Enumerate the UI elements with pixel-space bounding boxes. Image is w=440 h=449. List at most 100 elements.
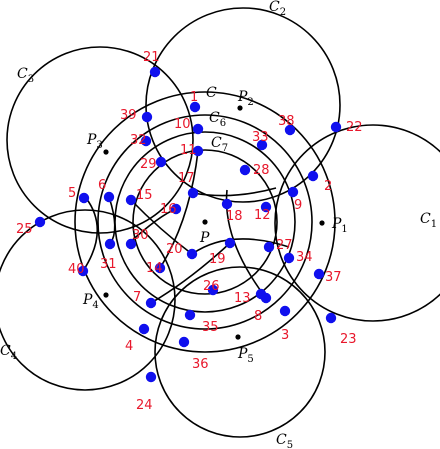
point-p4	[103, 292, 109, 298]
inner-ring	[132, 149, 278, 295]
vertex-34	[283, 252, 295, 264]
vertex-23	[325, 312, 337, 324]
vertex-20	[186, 248, 198, 260]
vertex-31	[104, 238, 116, 250]
vertex-label-9: 9	[294, 198, 302, 213]
vertex-label-28: 28	[253, 163, 270, 178]
vertex-label-24: 24	[136, 398, 153, 413]
vertex-12	[260, 201, 272, 213]
inner-arc-h	[82, 197, 99, 272]
vertex-38	[284, 124, 296, 136]
vertex-label-27: 27	[276, 238, 293, 253]
vertex-label-23: 23	[340, 332, 357, 347]
vertex-label-25: 25	[16, 222, 33, 237]
point-label-p2: P2	[237, 89, 254, 108]
vertex-label-19: 19	[209, 252, 226, 267]
vertex-label-32: 32	[130, 133, 147, 148]
vertex-label-6: 6	[98, 178, 106, 193]
curve-label-c1: C1	[420, 211, 437, 230]
vertex-39	[141, 111, 153, 123]
circle-c1	[274, 124, 440, 322]
point-p2	[237, 105, 243, 111]
circle-c5	[154, 266, 326, 438]
vertex-label-26: 26	[203, 279, 220, 294]
vertex-label-7: 7	[133, 290, 141, 305]
circle-c4	[0, 209, 176, 391]
vertex-5	[78, 192, 90, 204]
vertex-30	[125, 238, 137, 250]
vertex-17	[187, 187, 199, 199]
inner-arc-f	[159, 150, 199, 269]
vertex-11	[192, 145, 204, 157]
point-label-p3: P3	[86, 132, 103, 151]
circle-c6	[97, 114, 313, 330]
vertex-label-33: 33	[252, 130, 269, 145]
vertex-33	[256, 139, 268, 151]
vertex-9	[287, 186, 299, 198]
vertex-label-1: 1	[190, 90, 198, 105]
vertex-29	[155, 156, 167, 168]
inner-arc-d	[150, 242, 231, 304]
vertex-label-8: 8	[254, 309, 262, 324]
vertex-35	[184, 309, 196, 321]
point-label-p: P	[199, 230, 210, 246]
vertex-3	[279, 305, 291, 317]
vertex-16	[170, 203, 182, 215]
vertex-4	[138, 323, 150, 335]
circle-c	[74, 91, 336, 353]
vertex-label-30: 30	[132, 228, 149, 243]
vertex-label-22: 22	[346, 120, 363, 135]
point-p	[202, 219, 208, 225]
circle-c3	[6, 46, 194, 234]
point-p5	[235, 334, 241, 340]
vertex-label-13: 13	[234, 291, 251, 306]
inner-arc-c	[191, 238, 290, 255]
vertex-label-17: 17	[178, 171, 195, 186]
vertex-28	[239, 164, 251, 176]
vertex-6	[103, 191, 115, 203]
vertex-7	[145, 297, 157, 309]
vertex-18	[221, 198, 233, 210]
points-layer	[103, 105, 325, 340]
curve-label-c: C	[206, 85, 217, 101]
curve-label-c6: C6	[209, 110, 226, 129]
curve-label-c3: C3	[17, 66, 34, 85]
vertex-label-2: 2	[324, 179, 332, 194]
vertex-label-39: 39	[120, 108, 137, 123]
vertex-10	[192, 123, 204, 135]
vertex-25	[34, 216, 46, 228]
vertex-37	[313, 268, 325, 280]
curve-label-c2: C2	[269, 0, 286, 18]
curve-label-c4: C4	[0, 343, 17, 362]
vertex-label-4: 4	[125, 339, 133, 354]
point-p3	[103, 149, 109, 155]
vertex-21	[149, 66, 161, 78]
vertex-label-3: 3	[281, 328, 289, 343]
vertex-26	[207, 284, 219, 296]
vertex-label-38: 38	[278, 114, 295, 129]
vertex-label-16: 16	[160, 202, 177, 217]
vertex-label-5: 5	[68, 186, 76, 201]
circle-c2	[145, 7, 341, 203]
vertex-14	[154, 262, 166, 274]
curve-label-c5: C5	[276, 432, 293, 449]
vertex-label-35: 35	[202, 320, 219, 335]
vertex-32	[140, 135, 152, 147]
vertices-layer	[34, 66, 342, 383]
vertex-label-14: 14	[146, 261, 163, 276]
inner-arc-i	[108, 196, 116, 245]
vertex-label-20: 20	[166, 242, 183, 257]
vertex-15	[125, 194, 137, 206]
vertex-label-15: 15	[136, 188, 153, 203]
vertex-36	[178, 336, 190, 348]
point-p1	[319, 220, 325, 226]
vertex-19	[224, 237, 236, 249]
vertex-label-29: 29	[140, 157, 157, 172]
vertex-13	[255, 288, 267, 300]
vertex-label-10: 10	[174, 117, 191, 132]
vertex-label-36: 36	[192, 357, 209, 372]
point-label-p5: P5	[237, 346, 254, 365]
